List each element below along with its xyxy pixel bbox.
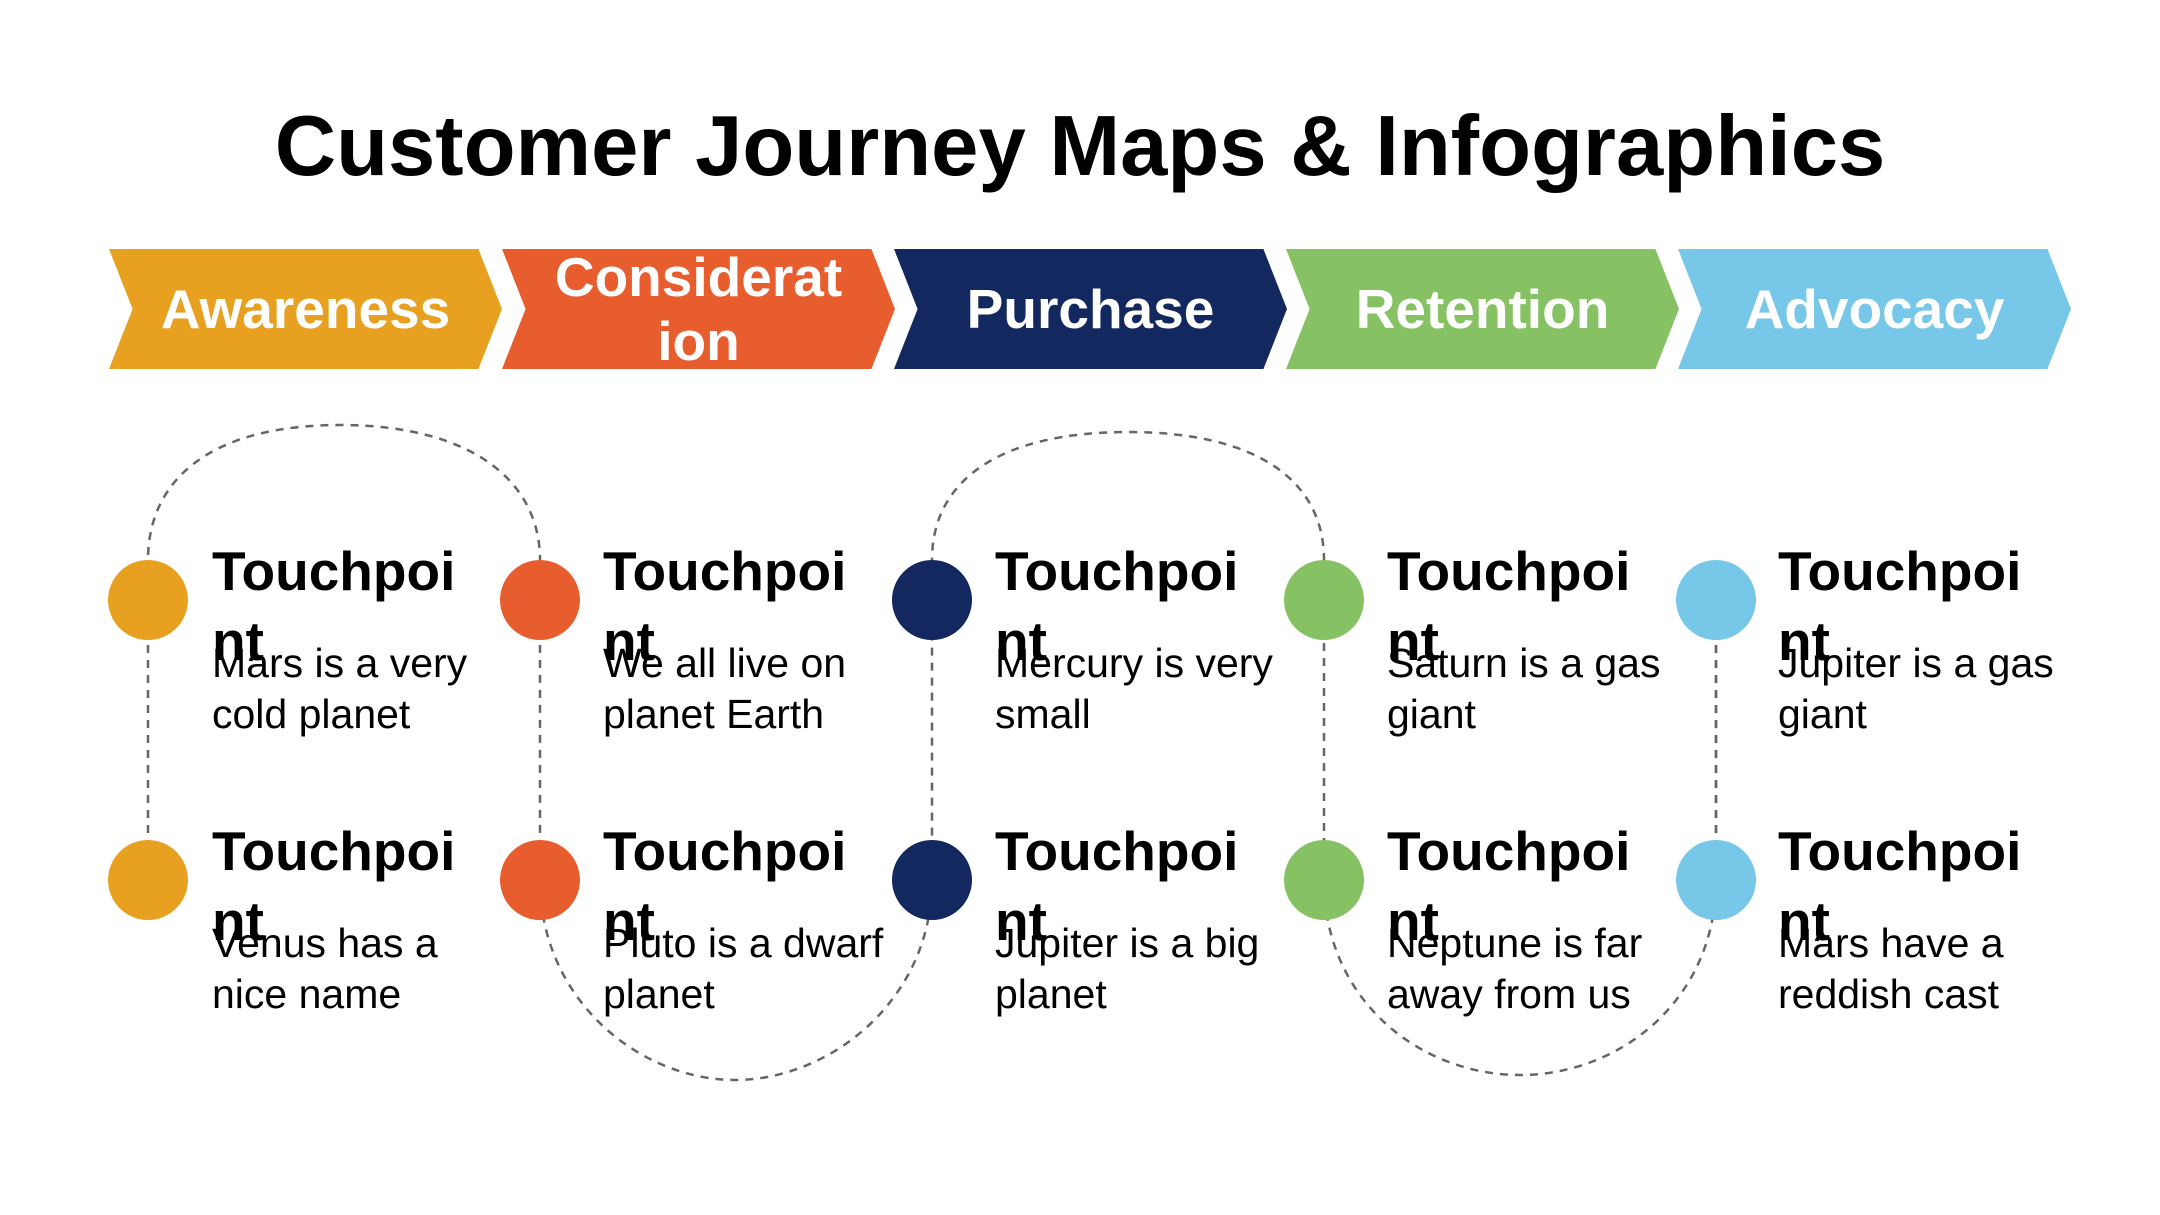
stage-advocacy: Advocacy — [1678, 249, 2071, 369]
touchpoint-text: Neptune is far away from us — [1387, 920, 1643, 1017]
stage-retention: Retention — [1286, 249, 1679, 369]
touchpoint-dot — [892, 560, 972, 640]
touchpoint-title: Touchpoint — [212, 820, 456, 952]
touchpoint-text: Saturn is a gas giant — [1387, 640, 1661, 737]
stage-purchase: Purchase — [894, 249, 1287, 369]
touchpoint-text: Jupiter is a gas giant — [1778, 640, 2054, 737]
touchpoint-dot — [1676, 840, 1756, 920]
touchpoint-dot — [500, 840, 580, 920]
touchpoint-dot — [108, 560, 188, 640]
touchpoint-title: Touchpoint — [603, 820, 847, 952]
touchpoint-text: Pluto is a dwarf planet — [603, 920, 884, 1017]
touchpoint-title: Touchpoint — [603, 540, 847, 672]
touchpoint-dot — [1676, 560, 1756, 640]
touchpoint-text: Venus has a nice name — [212, 920, 438, 1017]
touchpoint-title: Touchpoint — [1778, 540, 2022, 672]
stage-label: Advocacy — [1744, 278, 2005, 340]
stage-consideration: Consideration — [502, 249, 895, 369]
touchpoint-text: Mars is a very cold planet — [212, 640, 468, 737]
touchpoint-text: Mars have a reddish cast — [1778, 920, 2004, 1017]
touchpoint-dot — [1284, 840, 1364, 920]
stage-label: Purchase — [966, 278, 1215, 340]
page-title: Customer Journey Maps & Infographics — [274, 99, 1886, 194]
touchpoint-text: Mercury is very small — [995, 640, 1273, 737]
touchpoint-title: Touchpoint — [995, 540, 1239, 672]
touchpoint-dot — [108, 840, 188, 920]
stage-awareness: Awareness — [109, 249, 502, 369]
touchpoint-title: Touchpoint — [212, 540, 456, 672]
stage-label: Retention — [1355, 278, 1610, 340]
touchpoint-dot — [500, 560, 580, 640]
touchpoint-title: Touchpoint — [1387, 820, 1631, 952]
stage-label: Consideration — [554, 246, 843, 372]
touchpoint-dot — [892, 840, 972, 920]
touchpoint-title: Touchpoint — [1778, 820, 2022, 952]
stage-label: Awareness — [160, 278, 451, 340]
touchpoint-text: Jupiter is a big planet — [995, 920, 1260, 1017]
touchpoint-title: Touchpoint — [995, 820, 1239, 952]
touchpoint-dot — [1284, 560, 1364, 640]
touchpoint-title: Touchpoint — [1387, 540, 1631, 672]
touchpoint-text: We all live on planet Earth — [603, 640, 847, 737]
